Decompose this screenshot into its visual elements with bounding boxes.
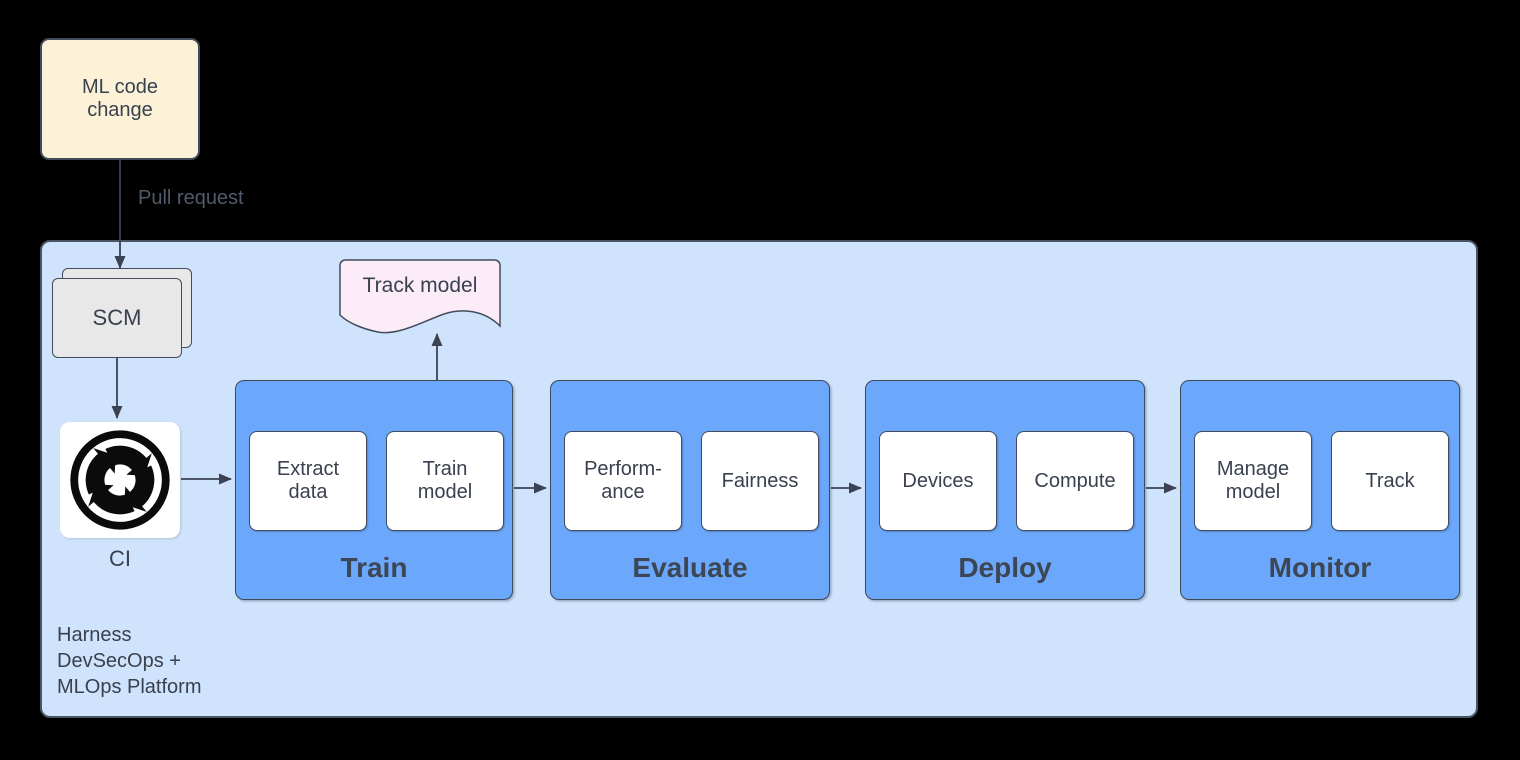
stage-train-item-train-model: Train model: [386, 431, 504, 531]
stage-deploy: Devices Compute Deploy: [865, 380, 1145, 600]
stage-monitor: Manage model Track Monitor: [1180, 380, 1460, 600]
item-label: Fairness: [721, 469, 799, 492]
item-label: Perform- ance: [584, 458, 662, 503]
item-label: Compute: [1034, 469, 1116, 492]
track-model-label: Track model: [362, 274, 478, 297]
ml-code-change-label: ML code change: [82, 76, 158, 121]
node-ci: [60, 422, 180, 538]
item-label: Train model: [417, 458, 473, 503]
stage-evaluate-title: Evaluate: [632, 552, 748, 583]
stage-train-item-extract-data: Extract data: [249, 431, 367, 531]
stage-monitor-title: Monitor: [1268, 552, 1372, 583]
stage-deploy-item-devices: Devices: [879, 431, 997, 531]
node-scm: SCM: [52, 278, 182, 358]
item-label: Extract data: [276, 458, 340, 503]
scm-label: SCM: [92, 305, 142, 330]
node-ml-code-change: ML code change: [40, 38, 200, 160]
node-track-model-shape: [339, 259, 501, 334]
edge-label-pull-request: Pull request: [138, 187, 244, 209]
stage-evaluate: Perform- ance Fairness Evaluate: [550, 380, 830, 600]
ci-cycle-arrows-icon: [70, 430, 170, 530]
stage-evaluate-item-fairness: Fairness: [701, 431, 819, 531]
ci-label: CI: [109, 546, 131, 571]
stage-monitor-item-track: Track: [1331, 431, 1449, 531]
stage-monitor-item-manage-model: Manage model: [1194, 431, 1312, 531]
stage-deploy-title: Deploy: [958, 552, 1052, 583]
stage-evaluate-item-performance: Perform- ance: [564, 431, 682, 531]
stage-train-title: Train: [340, 552, 408, 583]
item-label: Manage model: [1216, 458, 1290, 503]
platform-label: Harness DevSecOps + MLOps Platform: [57, 624, 202, 698]
stage-deploy-item-compute: Compute: [1016, 431, 1134, 531]
item-label: Devices: [902, 469, 974, 492]
stage-train: Extract data Train model Train: [235, 380, 513, 600]
item-label: Track: [1365, 469, 1415, 492]
